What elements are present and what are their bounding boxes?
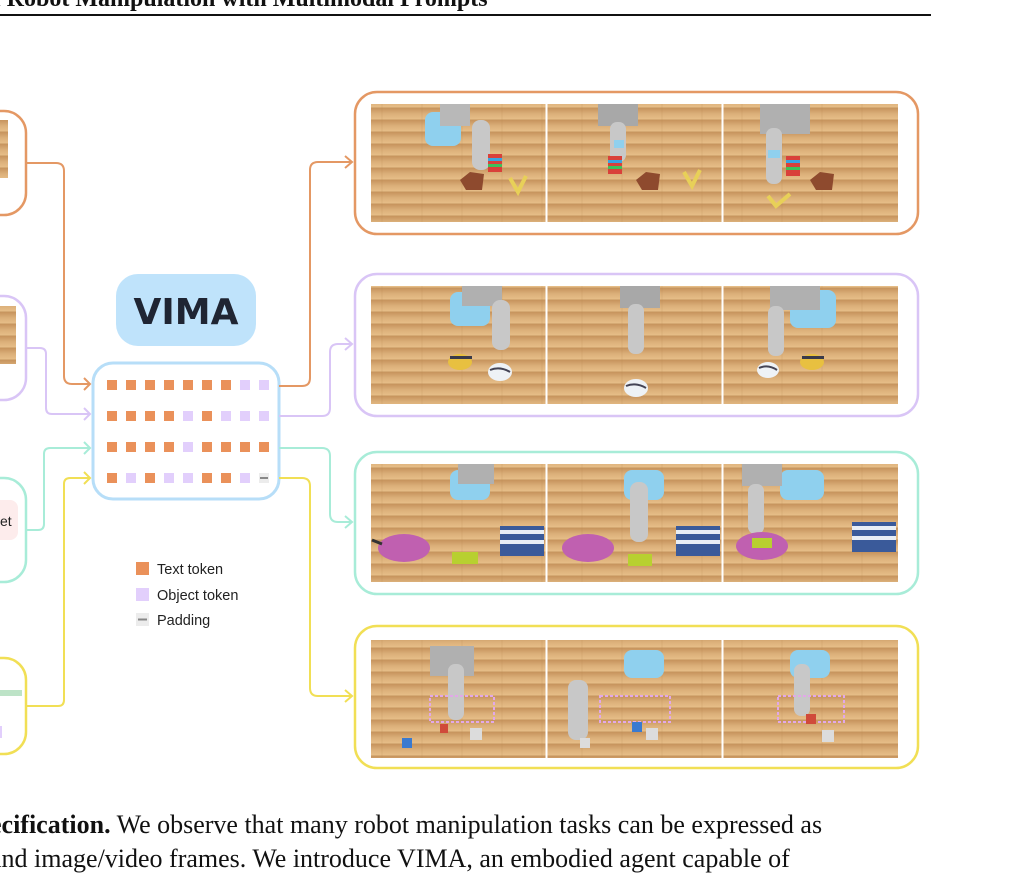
token-text bbox=[221, 380, 231, 390]
token-text bbox=[202, 442, 212, 452]
token-object bbox=[221, 411, 231, 421]
token-text bbox=[221, 473, 231, 483]
legend-label-object: Object token bbox=[157, 588, 238, 604]
token-object bbox=[126, 473, 136, 483]
connector-in-orange bbox=[26, 163, 90, 384]
connector-in-teal bbox=[26, 448, 90, 530]
left-partial-label: et bbox=[0, 513, 12, 529]
token-text bbox=[107, 473, 117, 483]
legend-swatch-text bbox=[136, 562, 149, 575]
token-text bbox=[126, 442, 136, 452]
token-text bbox=[240, 442, 250, 452]
prompt-image-orange bbox=[0, 120, 8, 178]
caption-line-2: and image/video frames. We introduce VIM… bbox=[0, 842, 1013, 876]
token-text bbox=[107, 442, 117, 452]
token-text bbox=[164, 411, 174, 421]
token-text bbox=[202, 473, 212, 483]
token-object bbox=[259, 380, 269, 390]
vima-badge: VIMA bbox=[116, 274, 256, 346]
vima-label: VIMA bbox=[134, 292, 239, 333]
prompt-box-yellow bbox=[0, 658, 26, 754]
prompt-chip-yellow bbox=[0, 690, 22, 696]
connector-out-yellow bbox=[279, 478, 352, 696]
token-text bbox=[126, 380, 136, 390]
rollout-panel-orange bbox=[355, 92, 918, 234]
caption-text: ecification. We observe that many robot … bbox=[0, 808, 1013, 876]
caption-bold-lead: ecification. bbox=[0, 810, 111, 839]
token-object bbox=[240, 411, 250, 421]
token-text bbox=[145, 380, 155, 390]
connector-in-yellow bbox=[26, 478, 90, 706]
token-text bbox=[107, 380, 117, 390]
output-connectors bbox=[279, 156, 352, 702]
token-object bbox=[164, 473, 174, 483]
token-text bbox=[126, 411, 136, 421]
token-object bbox=[259, 411, 269, 421]
token-text bbox=[183, 380, 193, 390]
prompt-image-purple bbox=[0, 306, 16, 364]
token-text bbox=[221, 442, 231, 452]
token-text bbox=[164, 380, 174, 390]
token-text bbox=[259, 442, 269, 452]
input-connectors bbox=[26, 163, 90, 706]
prompt-chip-yellow-2 bbox=[0, 726, 2, 738]
caption-line-1-rest: We observe that many robot manipulation … bbox=[111, 810, 823, 839]
token-text bbox=[145, 473, 155, 483]
token-text bbox=[202, 380, 212, 390]
token-text bbox=[107, 411, 117, 421]
legend-swatch-object bbox=[136, 588, 149, 601]
legend: Text token Object token Padding bbox=[136, 562, 238, 629]
token-text bbox=[164, 442, 174, 452]
legend-label-padding: Padding bbox=[157, 613, 210, 629]
rollout-panel-yellow bbox=[355, 626, 918, 768]
caption-line-1: ecification. We observe that many robot … bbox=[0, 808, 1013, 842]
token-object bbox=[183, 442, 193, 452]
token-object bbox=[240, 473, 250, 483]
figure-diagram: et VIMA Text token Object to bbox=[0, 0, 1013, 800]
connector-in-purple bbox=[26, 348, 90, 414]
rollout-panel-teal bbox=[355, 452, 918, 594]
token-object bbox=[183, 473, 193, 483]
token-object bbox=[240, 380, 250, 390]
legend-label-text: Text token bbox=[157, 562, 223, 578]
connector-out-orange bbox=[279, 162, 352, 386]
connector-out-purple bbox=[279, 344, 352, 416]
connector-out-teal bbox=[279, 448, 352, 522]
token-text bbox=[202, 411, 212, 421]
token-text bbox=[145, 411, 155, 421]
token-text bbox=[145, 442, 155, 452]
rollout-panel-purple bbox=[355, 274, 918, 416]
left-prompt-boxes: et bbox=[0, 111, 26, 754]
token-object bbox=[183, 411, 193, 421]
